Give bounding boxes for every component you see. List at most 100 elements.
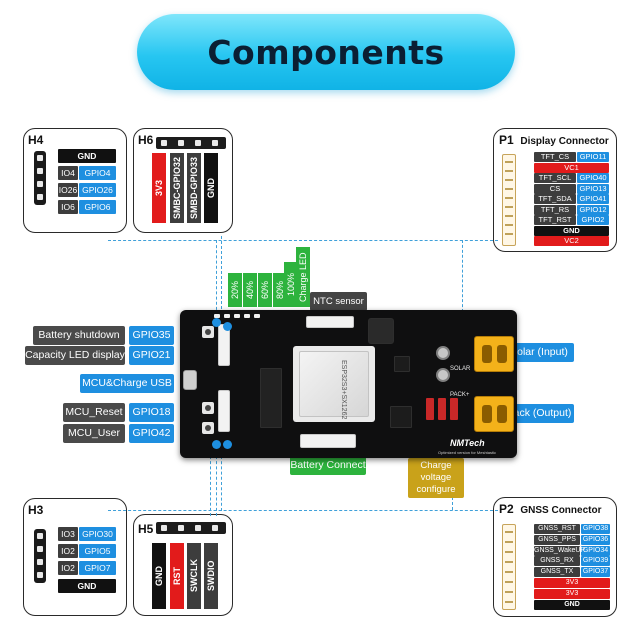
p1-signal-label: TFT_CS (534, 152, 576, 162)
h5-panel: H5 GND RST SWCLK SWDIO (133, 514, 233, 616)
p1-signal-label: TFT_RST (534, 215, 576, 225)
h6-panel: H6 3V3 SMBC-GPIO32 SMBD-GPIO33 GND (133, 128, 233, 233)
usb-c-port-icon (183, 370, 197, 390)
p2-gpio-label: GPIO38 (581, 524, 610, 534)
capacitor-icon (436, 346, 450, 360)
mcu-user-gpio: GPIO42 (129, 424, 174, 443)
h4-gpio-label: GPIO26 (79, 183, 116, 197)
p2-signal-label: GNSS_WakeUP (534, 545, 586, 556)
leader-line (216, 240, 217, 315)
leader-line (210, 456, 211, 516)
pin-marker-icon (212, 440, 221, 449)
charge-led-title: Charge LED (296, 247, 310, 307)
p2-gpio-label: GPIO36 (581, 534, 610, 545)
h3-panel: H3 IO3 GPIO30 IO2 GPIO5 IO2 GPIO7 GND (23, 498, 127, 616)
p1-gpio-label: GPIO13 (577, 183, 609, 194)
h5-pin-label: RST (170, 543, 184, 609)
user-button-icon (202, 422, 214, 434)
p2-title: P2 GNSS Connector (499, 502, 601, 516)
dip-switch-icon (426, 398, 434, 420)
h3-io-label: IO3 (58, 527, 78, 541)
battery-shutdown-gpio: GPIO35 (129, 326, 174, 345)
p1-signal-label: TFT_SCL (534, 173, 576, 183)
charge-led-level: 60% (258, 273, 272, 307)
shutdown-button-icon (202, 326, 214, 338)
h6-pin-label: GND (204, 153, 218, 223)
p1-signal-label: VC2 (534, 236, 609, 246)
page-title: Components (207, 32, 445, 72)
pin-marker-icon (223, 322, 232, 331)
p1-signal-label: VC1 (534, 162, 609, 173)
p1-gpio-label: GPIO2 (577, 215, 609, 225)
led-icon (254, 314, 260, 318)
capacity-led-gpio: GPIO21 (129, 346, 174, 365)
h3-gpio-label: GPIO7 (79, 561, 116, 575)
leader-line (108, 510, 498, 511)
rf-shield-icon (299, 351, 369, 417)
h5-pin-label: SWCLK (187, 543, 201, 609)
p2-signal-label: GNSS_RX (534, 556, 580, 567)
p2-signal-label: GND (534, 599, 610, 610)
leader-line (462, 240, 463, 312)
h4-title: H4 (28, 133, 44, 147)
h6-pin-label: 3V3 (152, 153, 166, 223)
battery-shutdown-label: Battery shutdown (33, 326, 125, 345)
inductor-icon (368, 318, 394, 344)
ntc-sensor-label: NTC sensor (310, 292, 367, 311)
module-label: ESP32S3+SX1262 (340, 360, 347, 420)
p1-signal-label: GND (534, 225, 609, 236)
p1-title: P1 Display Connector (499, 133, 609, 147)
h3-title: H3 (28, 503, 44, 517)
p2-signal-label: GNSS_RST (534, 524, 580, 534)
display-ffc-connector-icon (502, 154, 516, 246)
h4-gnd-label: GND (58, 149, 116, 163)
chip-icon (260, 368, 282, 428)
p2-gpio-label: GPIO37 (581, 567, 610, 578)
mcu-usb-label: MCU&Charge USB (80, 374, 174, 393)
ntc-connector (306, 316, 354, 328)
charge-led-level: 20% (228, 273, 242, 307)
solar-xt30-connector-icon (474, 336, 514, 372)
chip-icon (390, 406, 412, 428)
pack-output-label: Pack (Output) (504, 404, 574, 423)
mcu-reset-label: MCU_Reset (63, 403, 125, 422)
solar-input-label: Solar (Input) (504, 343, 574, 362)
battery-connector (300, 434, 356, 448)
title-banner: Components (137, 14, 515, 90)
pin-marker-icon (212, 318, 221, 327)
h3-gpio-label: GPIO5 (79, 544, 116, 558)
h5-pin-label: SWDIO (204, 543, 218, 609)
chip-icon (394, 356, 410, 372)
p2-gpio-label: GPIO39 (581, 556, 610, 567)
charge-led-level: 40% (243, 273, 257, 307)
h4-panel: H4 GND IO4 GPIO4 IO26 GPIO26 IO6 GPIO6 (23, 128, 127, 233)
left-jst-connector (218, 390, 230, 432)
p1-signal-label: TFT_RS (534, 204, 576, 215)
p1-gpio-label: GPIO40 (577, 173, 609, 183)
p1-signal-label: TFT_SDA (534, 194, 576, 204)
p2-signal-label: GNSS_TX (534, 567, 580, 578)
p1-subtitle: Display Connector (520, 136, 609, 147)
mcu-user-label: MCU_User (63, 424, 125, 443)
reset-button-icon (202, 402, 214, 414)
dip-switch-icon (450, 398, 458, 420)
h3-header-connector (34, 529, 46, 583)
p1-label: P1 (499, 133, 514, 147)
p1-gpio-label: GPIO41 (577, 194, 609, 204)
h3-io-label: IO2 (58, 544, 78, 558)
h6-title: H6 (138, 133, 154, 147)
p2-subtitle: GNSS Connector (520, 505, 602, 516)
charge-voltage-line: Charge (420, 460, 452, 471)
h4-gpio-label: GPIO6 (79, 200, 116, 214)
h6-header-connector (156, 137, 226, 149)
h3-gpio-label: GPIO30 (79, 527, 116, 541)
led-icon (234, 314, 240, 318)
led-icon (244, 314, 250, 318)
p2-signal-label: GNSS_PPS (534, 534, 580, 545)
gnss-ffc-connector-icon (502, 524, 516, 610)
p1-gpio-label: GPIO12 (577, 204, 609, 215)
h3-io-label: IO2 (58, 561, 78, 575)
h5-pin-label: GND (152, 543, 166, 609)
pack-xt30-connector-icon (474, 396, 514, 432)
